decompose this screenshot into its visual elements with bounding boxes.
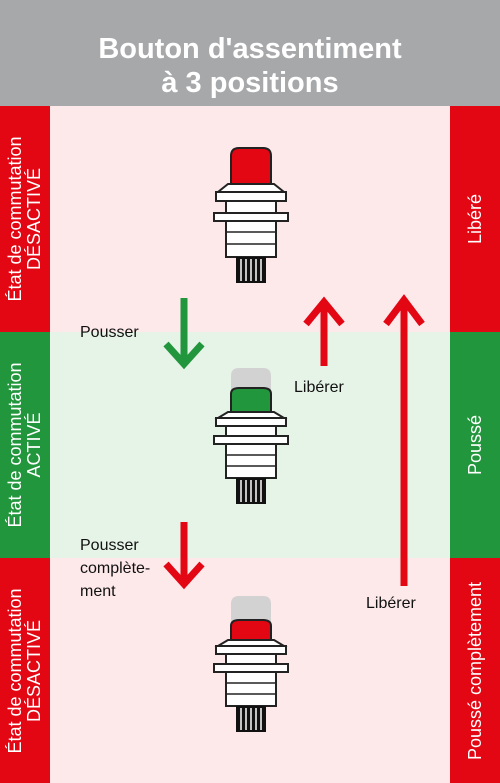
left-panel-off-1: État de commutation DÉSACTIVÉ <box>0 106 50 332</box>
button-fully-pushed-illustration <box>213 596 289 732</box>
right-panel-pushed-label: Poussé <box>465 414 485 476</box>
left-panel-on: État de commutation ACTIVÉ <box>0 332 50 558</box>
left-panel-on-line1: État de commutation <box>5 362 25 528</box>
left-panel-off-2-line1: État de commutation <box>5 587 25 754</box>
release-arrow-up-short <box>303 296 345 366</box>
push-fully-arrow-down-red <box>163 522 205 590</box>
title-banner: Bouton d'assentiment à 3 positions <box>0 0 500 106</box>
release-label-short: Libérer <box>294 379 344 396</box>
left-panel-off-2-line2: DÉSACTIVÉ <box>24 619 44 722</box>
left-panel-off-1-line1: État de commutation <box>5 136 25 302</box>
release-arrow-up-long <box>383 294 425 586</box>
push-arrow-down-green <box>163 298 205 370</box>
right-panel-pushed: Poussé <box>450 332 500 558</box>
right-panel-released: Libéré <box>450 106 500 332</box>
title-line-1: Bouton d'assentiment <box>98 33 402 65</box>
left-panel-on-line2: ACTIVÉ <box>24 412 44 478</box>
push-label: Pousser <box>80 324 139 341</box>
push-fully-label-line3: ment <box>80 583 116 600</box>
right-panel-fully-pushed: Poussé complètement <box>450 558 500 783</box>
release-label-long: Libérer <box>366 595 416 612</box>
button-released-illustration <box>213 147 289 283</box>
left-panel-off-2: État de commutation DÉSACTIVÉ <box>0 558 50 783</box>
left-panel-off-1-line2: DÉSACTIVÉ <box>24 167 44 271</box>
push-fully-label-line2: complète- <box>80 560 151 577</box>
button-pushed-illustration <box>213 368 289 504</box>
push-fully-label-line1: Pousser <box>80 537 139 554</box>
right-panel-released-label: Libéré <box>465 193 485 245</box>
title-line-2: à 3 positions <box>161 67 339 99</box>
right-panel-fully-pushed-label: Poussé complètement <box>465 581 485 760</box>
